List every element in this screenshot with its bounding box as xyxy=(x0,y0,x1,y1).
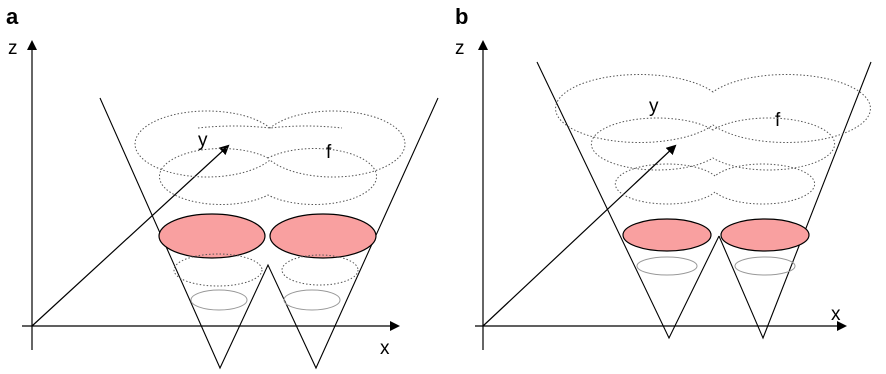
contour-level-mid xyxy=(158,148,378,205)
level-set-right xyxy=(720,218,810,252)
function-label: f xyxy=(326,142,332,163)
diagram-b: b z x y f xyxy=(455,4,872,350)
contour-level-mid xyxy=(590,117,836,171)
y-axis-label: y xyxy=(649,96,659,117)
y-axis-label: y xyxy=(198,130,208,151)
z-axis-label: z xyxy=(8,38,18,59)
contour-bottom-right xyxy=(734,256,796,276)
contour-level-top xyxy=(555,74,871,143)
panel-letter-b: b xyxy=(455,4,468,29)
contour-bottom-left xyxy=(190,289,248,311)
panel-b: b z x y f xyxy=(443,0,886,374)
contour-level-low xyxy=(614,163,816,205)
level-set-left xyxy=(158,213,266,259)
contour-bottom-left xyxy=(636,256,698,276)
y-axis xyxy=(31,144,230,327)
level-set-right xyxy=(269,213,377,259)
diagram-a: a z x y f xyxy=(6,4,439,370)
contour-low-left xyxy=(173,253,263,287)
contour-low-right xyxy=(281,254,359,286)
y-axis xyxy=(482,144,677,327)
z-axis-label: z xyxy=(455,38,465,59)
x-axis-label: x xyxy=(380,338,390,359)
contour-level-top xyxy=(134,110,406,178)
contour-bottom-right xyxy=(283,289,341,311)
cone-left-outline xyxy=(536,61,720,340)
panel-letter-a: a xyxy=(6,4,19,29)
panel-a: a z x y f xyxy=(6,4,439,370)
contour-level-top-back xyxy=(197,125,343,129)
level-set-left xyxy=(622,218,712,252)
cone-outline xyxy=(99,97,439,370)
cone-right-outline xyxy=(718,61,872,340)
x-axis-label: x xyxy=(831,304,841,325)
function-label: f xyxy=(775,110,781,131)
